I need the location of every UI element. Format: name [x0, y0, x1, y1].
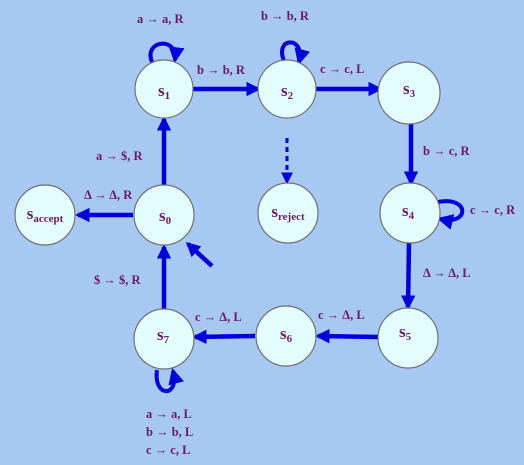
state-s3[interactable]: s3	[377, 61, 441, 125]
label-s2-s3: c → c, L	[320, 62, 364, 76]
loop-s1	[148, 41, 185, 64]
label-s7-loop-c: c → c, L	[146, 443, 190, 457]
state-s5[interactable]: s5	[377, 307, 439, 369]
label-s0-accept: Δ → Δ, R	[84, 188, 133, 202]
label-s5-s6: c → Δ, L	[318, 308, 365, 322]
edge-s4-s5	[400, 242, 416, 310]
state-s7[interactable]: s7	[133, 308, 195, 370]
label-s4-s5: Δ → Δ, L	[423, 266, 471, 280]
edges	[75, 40, 465, 394]
state-s4-label: s4	[402, 201, 415, 222]
edge-s5-s6	[315, 328, 379, 344]
label-s6-s7: c → Δ, L	[195, 310, 242, 324]
edge-s6-s7	[192, 329, 256, 345]
state-accept-label: saccept	[27, 204, 64, 225]
state-s2[interactable]: s2	[257, 59, 317, 119]
state-s6-label: s6	[280, 324, 293, 345]
label-s2-loop: b → b, R	[261, 9, 310, 23]
label-s7-s0: $ → $, R	[94, 273, 142, 287]
state-s5-label: s5	[399, 322, 412, 343]
state-s2-label: s2	[281, 81, 294, 102]
loop-s2	[280, 40, 311, 66]
state-s4[interactable]: s4	[379, 182, 441, 244]
state-s1-label: s1	[158, 81, 170, 102]
label-s0-s1: a → $, R	[96, 149, 144, 163]
label-s1-loop: a → a, R	[137, 12, 185, 26]
start-arrow	[185, 242, 214, 268]
state-reject-label: sreject	[271, 202, 305, 223]
state-s7-label: s7	[157, 325, 170, 346]
loop-s4	[436, 199, 465, 230]
label-s7-loop-b: b → b, L	[146, 425, 193, 439]
loop-s7	[154, 367, 184, 394]
label-s4-loop: c → c, R	[470, 203, 516, 217]
state-s0-label: s0	[159, 206, 172, 227]
states: s1 s2 s3 s0 s4 saccept sreject s7	[14, 59, 441, 370]
state-s1[interactable]: s1	[134, 59, 194, 119]
label-s3-s4: b → c, R	[423, 144, 471, 158]
state-s3-label: s3	[403, 79, 416, 100]
state-reject[interactable]: sreject	[257, 182, 319, 244]
state-accept[interactable]: saccept	[14, 184, 76, 246]
state-s0[interactable]: s0	[133, 184, 195, 246]
transition-labels: a → a, R b → b, R b → b, R c → c, L a → …	[84, 9, 516, 457]
label-s7-loop-a: a → a, L	[146, 407, 192, 421]
state-s6[interactable]: s6	[255, 305, 317, 367]
label-s1-s2: b → b, R	[197, 63, 246, 77]
